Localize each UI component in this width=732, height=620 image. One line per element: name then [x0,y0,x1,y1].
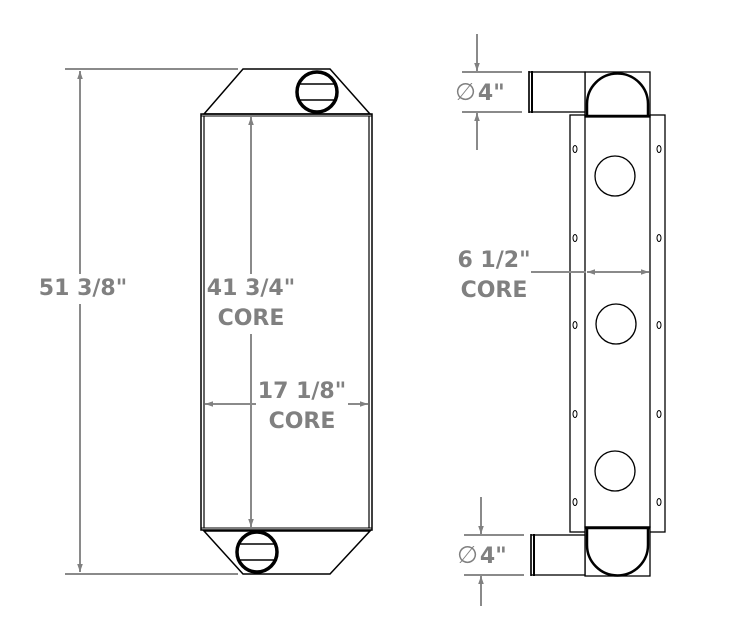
mounting-holes [572,145,662,506]
core-depth-label: 6 1/2" CORE [456,246,532,306]
bottom-port [235,530,279,574]
core-depth-caption: CORE [460,278,528,303]
core-openings [594,155,637,492]
inlet-diameter-dimension [462,34,522,150]
side-outlet-pipe [530,534,586,576]
core-height-label: 41 3/4" CORE [205,274,297,334]
side-top-tank [584,71,651,118]
core-width-label: 17 1/8" CORE [256,377,348,437]
overall-height-value: 51 3/8" [38,276,128,301]
core-width-caption: CORE [268,409,336,434]
diameter-symbol-icon: ∅ [457,541,478,569]
top-tank [202,68,372,115]
inlet-diameter-value: 4" [477,81,505,106]
inlet-diameter-label: ∅4" [455,79,505,107]
side-inlet-pipe [528,71,586,113]
outlet-diameter-label: ∅4" [457,542,507,570]
outlet-diameter-value: 4" [479,544,507,569]
diameter-symbol-icon: ∅ [455,78,476,106]
side-view [462,34,666,606]
core-depth-value: 6 1/2" [457,248,531,273]
overall-height-dimension [65,68,238,575]
core-width-value: 17 1/8" [257,379,347,404]
core-height-caption: CORE [217,306,285,331]
outlet-diameter-dimension [464,497,524,606]
overall-height-label: 51 3/8" [38,274,128,304]
core-height-value: 41 3/4" [206,276,296,301]
side-bottom-tank [584,526,651,577]
core [200,113,373,531]
bottom-tank [202,530,372,575]
top-port [295,70,339,114]
